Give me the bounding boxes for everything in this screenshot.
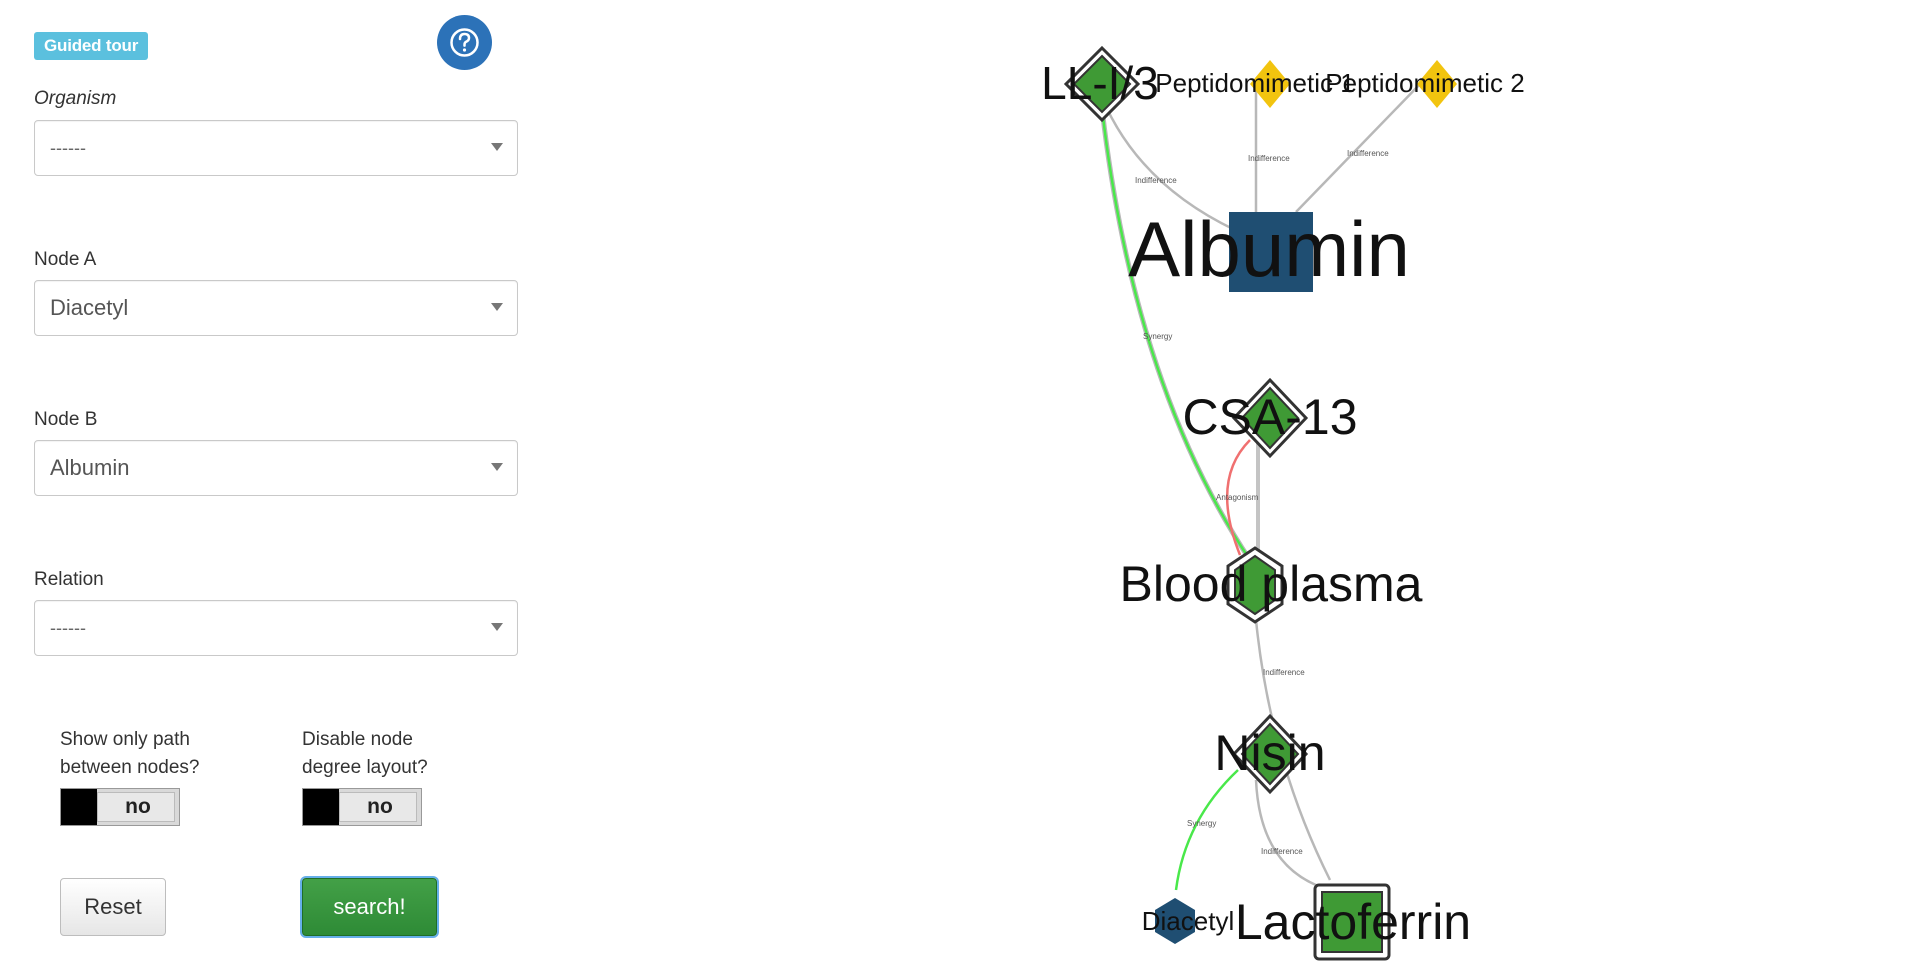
- node-label-plasma: Blood plasma: [1120, 556, 1423, 612]
- disable-layout-label-line2: degree layout?: [302, 757, 428, 778]
- edge-label-plasma-lacto: Indifference: [1263, 668, 1305, 677]
- relation-select[interactable]: ------: [34, 600, 518, 656]
- relation-label: Relation: [34, 569, 104, 590]
- relation-select-value: ------: [50, 618, 86, 638]
- node-diacetyl[interactable]: [1155, 898, 1195, 944]
- node-labels: LL-I/3 Peptidomimetic 1 Peptidomimetic 2…: [1041, 57, 1525, 950]
- node-label-diacetyl: Diacetyl: [1142, 906, 1234, 936]
- node-label-lactoferrin: Lactoferrin: [1235, 894, 1471, 950]
- node-label-pep2: Peptidomimetic 2: [1325, 68, 1524, 98]
- network-graph[interactable]: Indifference Indifference Indifference S…: [560, 0, 1920, 964]
- toggle-knob: [303, 789, 339, 825]
- node-nisin[interactable]: [1231, 713, 1309, 795]
- chevron-down-icon: [491, 143, 503, 151]
- search-button[interactable]: search!: [302, 878, 437, 936]
- organism-label: Organism: [34, 88, 117, 109]
- reset-button[interactable]: Reset: [60, 878, 166, 936]
- chevron-down-icon: [491, 463, 503, 471]
- node-plasma[interactable]: [1226, 546, 1284, 624]
- toggle-track: [339, 792, 417, 822]
- organism-select[interactable]: ------: [34, 120, 518, 176]
- edge-label-ll-albumin: Indifference: [1135, 176, 1177, 185]
- chevron-down-icon: [491, 623, 503, 631]
- node-label-nisin: Nisin: [1214, 725, 1325, 781]
- chevron-down-icon: [491, 303, 503, 311]
- node-label-csa13: CSA-13: [1182, 389, 1357, 445]
- edge-nisin-lacto[interactable]: [1254, 779, 1331, 892]
- help-button[interactable]: [437, 15, 492, 70]
- organism-select-value: ------: [50, 138, 86, 158]
- edge-label-nisin-lacto: Indifference: [1261, 847, 1303, 856]
- node-pep1[interactable]: [1250, 60, 1290, 108]
- edge-label-ll-plasma: Synergy: [1143, 332, 1172, 341]
- edge-label-nisin-diacetyl: Synergy: [1187, 819, 1216, 828]
- node-lactoferrin[interactable]: [1313, 883, 1391, 961]
- node-a-select[interactable]: Diacetyl: [34, 280, 518, 336]
- control-panel: Guided tour Organism ------ Node A Diace…: [0, 0, 560, 964]
- guided-tour-button[interactable]: Guided tour: [34, 32, 149, 60]
- disable-layout-state: no: [367, 795, 393, 818]
- node-pep2[interactable]: [1417, 60, 1457, 108]
- node-label-pep1: Peptidomimetic 1: [1155, 68, 1354, 98]
- node-a-label: Node A: [34, 249, 97, 270]
- show-path-label-line2: between nodes?: [60, 757, 200, 778]
- edge-csa-plasma[interactable]: [1225, 439, 1251, 556]
- node-b-select-value: Albumin: [50, 455, 130, 480]
- graph-canvas[interactable]: Indifference Indifference Indifference S…: [560, 0, 1920, 964]
- node-label-ll-i3: LL-I/3: [1041, 57, 1159, 109]
- edge-nisin-diacetyl[interactable]: [1174, 769, 1239, 891]
- show-path-state: no: [125, 795, 151, 818]
- disable-layout-label: Disable node degree layout?: [302, 726, 428, 782]
- show-path-toggle[interactable]: no: [60, 788, 180, 826]
- disable-layout-toggle[interactable]: no: [302, 788, 422, 826]
- show-path-label-line1: Show only path: [60, 729, 190, 750]
- edge-label-csa-plasma: Antagonism: [1216, 493, 1259, 502]
- toggle-track: [97, 792, 175, 822]
- edge-labels: Indifference Indifference Indifference S…: [1135, 149, 1389, 856]
- node-label-albumin: Albumin: [1128, 205, 1410, 293]
- node-ll-i3[interactable]: [1063, 45, 1141, 123]
- question-circle-icon: [450, 28, 479, 57]
- edge-label-pep1-albumin: Indifference: [1248, 154, 1290, 163]
- edge-label-pep2-albumin: Indifference: [1347, 149, 1389, 158]
- node-a-select-value: Diacetyl: [50, 295, 129, 320]
- node-b-label: Node B: [34, 409, 98, 430]
- disable-layout-label-line1: Disable node: [302, 729, 413, 750]
- node-csa13[interactable]: [1231, 377, 1309, 459]
- toggle-knob: [61, 789, 97, 825]
- edge-ll-plasma[interactable]: [1098, 89, 1252, 561]
- show-path-label: Show only path between nodes?: [60, 726, 199, 782]
- node-albumin[interactable]: [1229, 212, 1313, 292]
- node-b-select[interactable]: Albumin: [34, 440, 518, 496]
- edge-pep2-albumin[interactable]: [1295, 81, 1423, 213]
- graph-nodes: [1063, 45, 1457, 961]
